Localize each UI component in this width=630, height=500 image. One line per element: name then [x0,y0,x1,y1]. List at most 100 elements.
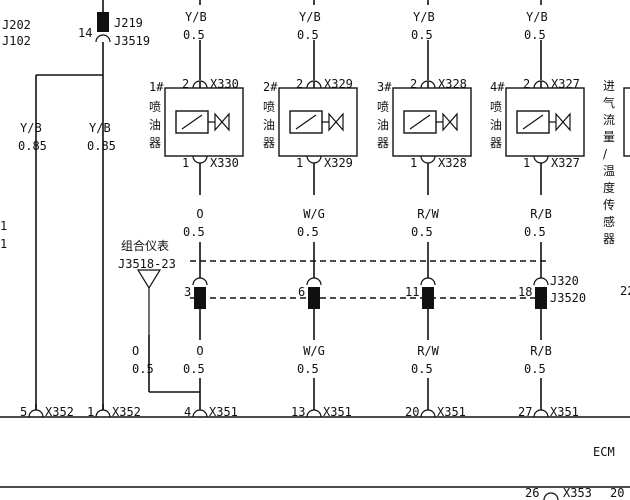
left-wire-2-size: 0.85 [87,139,116,153]
ecm-pin-3-connector: X351 [209,405,238,419]
cluster-label: 组合仪表 [121,238,169,253]
ecm-pin-5-connector: X351 [437,405,466,419]
splice-pin: 14 [78,26,92,40]
intake-sensor-box [623,87,630,157]
injector-2-bottom-wire-color: W/G [303,207,325,221]
top-left-label-2: J102 [2,34,31,48]
injector-3-bottom-pin: 1 [410,156,417,170]
inline-pin-3-number: 11 [405,285,419,299]
injector-3-body [392,87,472,157]
injector-2-top-connector: X329 [324,77,353,91]
ecm-pin-2: 1 X352 [87,404,141,419]
splice-connector [97,12,109,32]
splice-name-2: J3519 [114,34,150,48]
ecm-label: ECM [593,445,615,459]
injector-1-bottom-pin: 1 [182,156,189,170]
inline-pin-1-number: 3 [184,285,191,299]
ecm-pin-4-number: 13 [291,405,305,419]
injector-1-bottom-connector: X330 [210,156,239,170]
lower-wire-labels: O0.5W/G0.5R/W0.5R/B0.5 [183,344,552,404]
injector-4-body [505,87,585,157]
inline-connector-name-2: J3520 [550,291,586,305]
injector-2-bottom-wire-size: 0.5 [297,225,319,239]
ecm-pin-6: 27 X351 [518,404,579,419]
injector-4-bottom-pin: 1 [523,156,530,170]
injector-2-top-pin: 2 [296,77,303,91]
injector-4-index: 4# [490,80,505,94]
ecm-pin-6-connector: X351 [550,405,579,419]
injector-3-bottom-connector: X328 [438,156,467,170]
injector-4-name: 喷油器 [490,100,502,150]
injector-2-valve-icon [322,112,344,132]
inline-pin-4: 18 [518,277,549,340]
injector-3-top-wire-size: 0.5 [411,28,433,42]
lower-wire-3-size: 0.5 [411,362,433,376]
inline-pin-1: 3 [184,277,208,340]
lower-wire-3-color: R/W [417,344,439,358]
ecm-pin-5: 20 X351 [405,404,466,419]
ecm-pin-4: 13 X351 [291,404,352,419]
inline-connector: 3 6 11 18 [184,277,549,340]
injector-1-name: 喷油器 [149,100,161,150]
left-wire-1-size: 0.85 [18,139,47,153]
injector-3-bottom-wire-size: 0.5 [411,225,433,239]
top-left-label-1: J202 [2,18,31,32]
ecm-pin-2-connector: X352 [112,405,141,419]
ecm-pin-1-connector: X352 [45,405,74,419]
injector-1-bottom-wire-color: O [196,207,203,221]
injector-4-bottom-wire-size: 0.5 [524,225,546,239]
injector-1-top-pin: 2 [182,77,189,91]
ecm-pin-5-number: 20 [405,405,419,419]
bottom-pin-1: 26 [525,486,539,500]
injector-3-name: 喷油器 [377,100,389,150]
lower-wire-1-color: O [196,344,203,358]
injector-2-name: 喷油器 [263,100,275,150]
injector-1-bottom-wire-size: 0.5 [183,225,205,239]
bottom-pin-1-connector: X353 [563,486,592,500]
lower-wire-2-size: 0.5 [297,362,319,376]
ecm-pin-4-connector: X351 [323,405,352,419]
inline-pin-3: 11 [405,277,436,340]
lower-wire-cluster-size: 0.5 [132,362,154,376]
injector-2-bottom-connector: X329 [324,156,353,170]
injector-1-index: 1# [149,80,164,94]
inline-connector-name-1: J320 [550,274,579,288]
injector-4-top-pin: 2 [523,77,530,91]
injector-1-body [164,87,244,157]
injector-1-top-wire-color: Y/B [185,10,207,24]
injector-4-top-wire-color: Y/B [526,10,548,24]
ecm-pin-2-number: 1 [87,405,94,419]
bottom-pin-2: 20 [610,486,624,500]
left-wire-1-color: Y/B [20,121,42,135]
ecm-pin-1-number: 5 [20,405,27,419]
inline-pin-2-number: 6 [298,285,305,299]
injector-4-bottom-wire-color: R/B [530,207,552,221]
cluster-connector: J3518-23 [118,257,176,271]
injector-1-top-wire-size: 0.5 [183,28,205,42]
ecm-pin-6-number: 27 [518,405,532,419]
left-edge-mark-2: 1 [0,237,7,251]
injector-2-body [278,87,358,157]
lower-wire-cluster-color: O [132,344,139,358]
lower-wire-1-size: 0.5 [183,362,205,376]
cluster-connector-symbol [136,269,162,290]
injector-2-top-wire-size: 0.5 [297,28,319,42]
injector-4-top-wire-size: 0.5 [524,28,546,42]
injector-1-valve-icon [208,112,230,132]
injector-2-top-wire-color: Y/B [299,10,321,24]
inline-pin-2: 6 [298,277,322,340]
injector-2-index: 2# [263,80,278,94]
injector-3-index: 3# [377,80,392,94]
intake-air-sensor-label: 进气流量/温度传感器 [603,79,615,246]
injector-4-top-connector: X327 [551,77,580,91]
splice-name-1: J219 [114,16,143,30]
injector-2-bottom-pin: 1 [296,156,303,170]
